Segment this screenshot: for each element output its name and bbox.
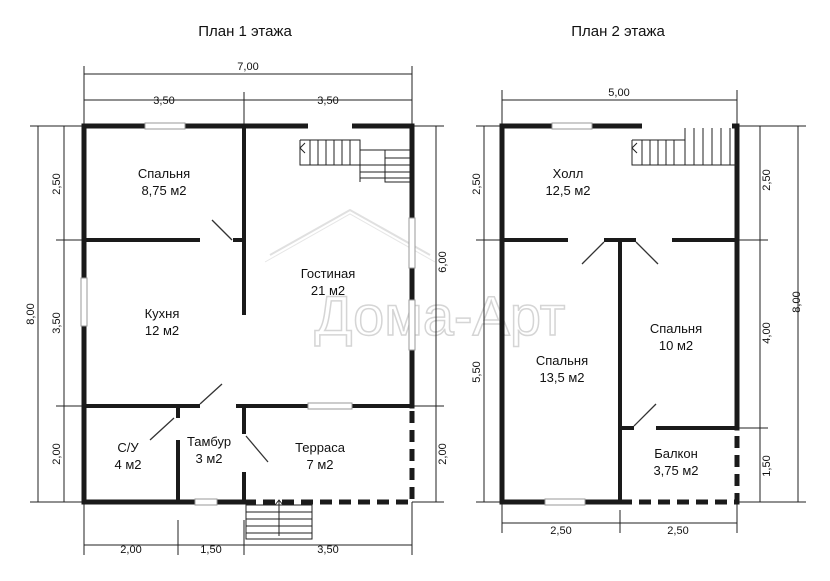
plan1-windows [80,122,416,506]
plan2-walls [499,123,740,505]
plan1-dim-left-1: 2,50 [51,173,63,194]
plan1-dim-left-3: 2,00 [51,443,63,464]
room-balcony-name: Балкон [654,446,698,461]
room-living-name: Гостиная [301,266,356,281]
plan1-walls [81,123,415,505]
window [551,122,593,130]
plan2-dim-right-3: 1,50 [761,455,773,476]
plan1-dim-left-total: 8,00 [25,303,37,324]
plan2-right-dims: 2,50 4,00 1,50 8,00 [737,125,806,503]
plan2-dim-left-1: 2,50 [471,173,483,194]
plan1-title: План 1 этажа [198,23,292,40]
room-bedroom-area: 8,75 м2 [141,183,186,198]
plan2-title: План 2 этажа [571,23,665,40]
room-living-area: 21 м2 [311,283,345,298]
room-wc-area: 4 м2 [114,457,141,472]
room-kitchen-name: Кухня [145,306,180,321]
plan2-room-labels: Холл 12,5 м2 Спальня 13,5 м2 Спальня 10 … [536,166,702,478]
plan1-bottom-dims: 2,00 1,50 3,50 [83,502,413,556]
plan1-top-dims: 7,00 3,50 3,50 [83,61,413,126]
room-bedroom-left-name: Спальня [536,353,588,368]
plan1-right-dims: 6,00 2,00 [412,125,449,503]
plan2-dim-top-total: 5,00 [608,87,629,99]
plan2-bottom-dims: 2,50 2,50 [501,502,738,537]
room-terrace-area: 7 м2 [306,457,333,472]
plan1-dim-left-2: 3,50 [51,312,63,333]
plan1-room-labels: Спальня 8,75 м2 Гостиная 21 м2 Кухня 12 … [114,166,355,472]
room-hall-name: Холл [553,166,584,181]
window [80,277,88,327]
plan2-windows [544,122,593,506]
watermark: Дома-Арт [264,208,566,348]
window [307,402,353,410]
plan1-dim-right-upper: 6,00 [437,251,449,272]
watermark-text: Дома-Арт [315,284,566,347]
plan2-dim-left-2: 5,50 [471,361,483,382]
room-bedroom-name: Спальня [138,166,190,181]
window [144,122,186,130]
window [544,498,586,506]
plan2-dim-right-1: 2,50 [761,169,773,190]
room-kitchen-area: 12 м2 [145,323,179,338]
room-vestibule-area: 3 м2 [195,451,222,466]
plan2-dim-bottom-1: 2,50 [550,525,571,537]
room-terrace-name: Терраса [295,440,346,455]
plan2-left-dims: 2,50 5,50 [471,125,504,503]
plan1-dim-top-right: 3,50 [317,95,338,107]
plan1-dim-top-left: 3,50 [153,95,174,107]
plan1-dim-right-lower: 2,00 [437,443,449,464]
plan1-stairs [299,123,410,183]
window [408,217,416,269]
room-bedroom-right-name: Спальня [650,321,702,336]
plan1-dim-bottom-3: 3,50 [317,544,338,556]
plan1-doors [149,219,269,463]
window [408,299,416,351]
plan2-dim-right-total: 8,00 [791,291,803,312]
room-bedroom-right-area: 10 м2 [659,338,693,353]
plan1-left-dims: 2,50 3,50 2,00 8,00 [25,125,86,503]
room-vestibule-name: Тамбур [187,434,231,449]
plan1-porch-steps [245,499,313,540]
plan2-stairs [631,123,737,166]
plan1-dim-bottom-1: 2,00 [120,544,141,556]
window [194,498,218,506]
room-hall-area: 12,5 м2 [545,183,590,198]
plan1-dim-top-total: 7,00 [237,61,258,73]
room-wc-name: С/У [117,440,139,455]
room-bedroom-left-area: 13,5 м2 [539,370,584,385]
plan1-dim-bottom-2: 1,50 [200,544,221,556]
room-balcony-area: 3,75 м2 [653,463,698,478]
plan2-top-dims: 5,00 [501,87,738,126]
plan2-dim-right-2: 4,00 [761,322,773,343]
plan2-doors [581,241,659,427]
plan2-dim-bottom-2: 2,50 [667,525,688,537]
